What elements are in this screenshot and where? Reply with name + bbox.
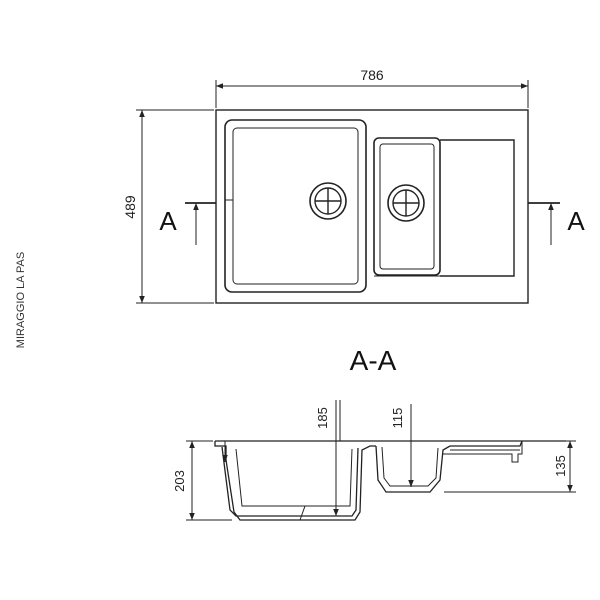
- main-bowl-depth-label: 185: [315, 407, 330, 429]
- plan-view: [215, 109, 529, 304]
- small-bowl-depth-label: 115: [390, 408, 405, 429]
- section-marker-left: A: [159, 206, 177, 236]
- depth-dimension: [136, 109, 214, 304]
- main-drain: [309, 182, 347, 220]
- section-dimensions: [186, 400, 576, 521]
- section-title: A-A: [350, 345, 397, 376]
- width-dimension: [215, 80, 529, 108]
- small-drain: [387, 184, 425, 222]
- section-marker-right: A: [567, 206, 585, 236]
- overall-height-label: 203: [172, 470, 187, 492]
- drainboard-profile: [450, 440, 523, 447]
- overall-width-label: 786: [360, 67, 384, 83]
- model-name-label: MIRAGGIO LA PAS: [15, 252, 27, 348]
- small-bowl-inner: [379, 143, 435, 270]
- drainboard-height-label: 135: [553, 455, 568, 477]
- drainboard: [440, 139, 515, 277]
- sink-outline: [215, 109, 529, 304]
- section-profile: [214, 440, 566, 521]
- main-bowl-inner: [232, 127, 359, 285]
- main-bowl-profile: [214, 441, 376, 521]
- section-cut-line: [185, 202, 560, 245]
- small-bowl: [373, 137, 441, 276]
- small-bowl-profile: [375, 445, 451, 493]
- main-bowl: [224, 119, 367, 293]
- overall-depth-label: 489: [122, 195, 138, 219]
